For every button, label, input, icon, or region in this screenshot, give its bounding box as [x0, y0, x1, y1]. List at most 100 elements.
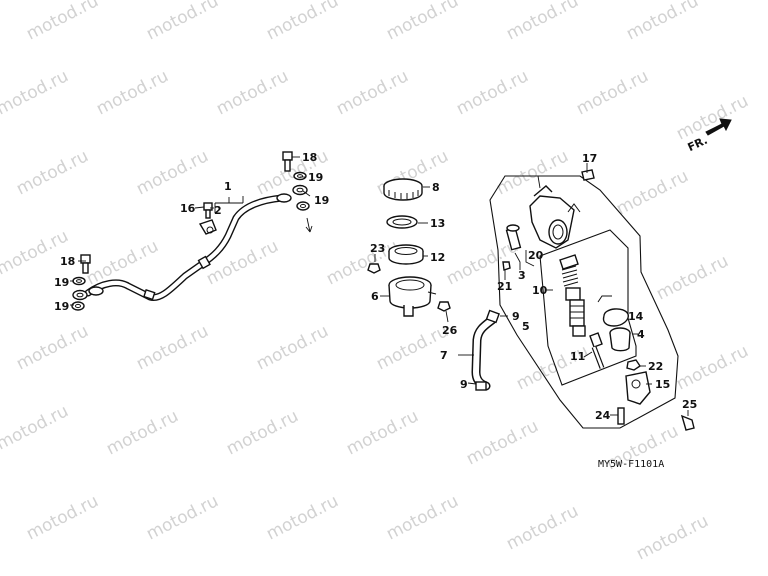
banjo-bolt-shank-icon [284, 159, 291, 172]
watermark-text: motod.ru [383, 0, 462, 44]
master-cylinder-bore [548, 219, 568, 245]
push-rod-shaft-fill [592, 346, 604, 369]
master-cylinder-bore-inner [552, 224, 564, 240]
leader-line [194, 206, 205, 209]
watermark-text: motod.ru [93, 66, 172, 119]
hose-clip-icon [198, 219, 217, 235]
reservoir-hose [471, 309, 500, 391]
sealing-washer-hole [76, 279, 82, 283]
assembly-outline [489, 175, 679, 429]
o-ring-icon [506, 224, 520, 232]
reservoir-tab [427, 291, 437, 295]
sealing-washer-hole [296, 187, 304, 193]
watermark-text: motod.ru [323, 236, 402, 289]
screw-icon [437, 301, 451, 312]
callout-16: 16 [180, 202, 196, 215]
reservoir-outlet-icon [403, 305, 414, 317]
piston-set [559, 254, 586, 337]
hose-clamp-lower [143, 289, 156, 301]
hose-clip-icon [475, 381, 487, 391]
callout-1: 1 [224, 180, 232, 193]
joint-pin-icon [617, 407, 625, 425]
reservoir-cap-ridges [388, 190, 419, 199]
reservoir-tank-side [388, 284, 432, 309]
push-rod [589, 332, 605, 369]
callout-5: 5 [522, 320, 530, 333]
piston-icon [569, 299, 585, 327]
brake-hose-body [85, 195, 285, 300]
callout-21: 21 [497, 280, 512, 293]
watermark-text: motod.ru [0, 401, 72, 454]
upper-banjo-fasteners [282, 151, 313, 233]
watermark-text: motod.ru [263, 0, 342, 44]
callout-10: 10 [532, 284, 548, 297]
leader-line [467, 382, 477, 385]
lock-nut-icon [626, 359, 641, 371]
watermark-text: motod.ru [213, 66, 292, 119]
callout-13: 13 [430, 217, 445, 230]
hose-clip-hole [206, 226, 214, 234]
watermark-text: motod.ru [463, 416, 542, 469]
callout-labels: 1 2 3 4 5 6 7 8 9 9 10 11 12 13 14 15 16… [54, 151, 697, 422]
watermark-text: motod.ru [223, 406, 302, 459]
callout-6: 6 [371, 290, 379, 303]
watermark-text: motod.ru [333, 66, 412, 119]
leader-line [445, 310, 449, 323]
watermark-text: motod.ru [263, 491, 342, 544]
callout-25: 25 [682, 398, 697, 411]
watermark-text: motod.ru [143, 491, 222, 544]
watermark-text: motod.ru [143, 0, 222, 44]
banjo-bolt-shank-icon [82, 262, 89, 274]
clip-bolt-head-icon [203, 202, 213, 211]
piston-grooves [570, 305, 584, 319]
sealing-washer-hole [300, 203, 306, 209]
clip-bolt-shank-icon [205, 209, 211, 219]
set-plate-hole [392, 218, 412, 226]
circlip-and-boot [597, 295, 631, 352]
callout-2: 2 [214, 204, 222, 217]
circlip-icon [602, 308, 629, 327]
watermark-text: motod.ru [0, 66, 72, 119]
watermark-text: motod.ru [573, 66, 652, 119]
diaphragm-inner [394, 247, 418, 255]
callout-9b: 9 [460, 378, 468, 391]
callout-18a: 18 [302, 151, 317, 164]
banjo-bolt-head-icon [282, 151, 293, 161]
watermark-text: motod.ru [13, 146, 92, 199]
master-cylinder-box [489, 175, 679, 429]
watermark-text: motod.ru [103, 406, 182, 459]
brake-hose-assembly [84, 193, 292, 301]
diaphragm-side [388, 251, 424, 265]
leader-line [214, 196, 244, 213]
callout-4: 4 [637, 328, 645, 341]
leader-line [514, 252, 521, 270]
callout-18b: 18 [60, 255, 75, 268]
hose-clip-icon [485, 309, 500, 324]
diagram-code: MY5W-F1101A [598, 459, 664, 470]
callout-23: 23 [370, 242, 385, 255]
callout-20: 20 [528, 249, 544, 262]
sealing-washer-icon [71, 301, 85, 311]
callout-9a: 9 [512, 310, 520, 323]
reservoir-cap-side [383, 186, 423, 201]
watermark-text: motod.ru [673, 341, 752, 394]
sealing-washer-icon [292, 184, 308, 196]
reservoir-tank-opening [395, 279, 425, 291]
watermark-text: motod.ru [343, 406, 422, 459]
lower-banjo-fasteners [71, 254, 91, 311]
watermark-text: motod.ru [653, 251, 732, 304]
leader-line [583, 351, 593, 358]
sealing-washer-icon [296, 201, 310, 211]
piston-cup-icon [565, 287, 581, 301]
leader-lines [70, 156, 689, 416]
callout-11: 11 [570, 350, 585, 363]
joint-screw-icon [502, 261, 511, 271]
cotter-pin-icon [680, 414, 695, 431]
watermark-text: motod.ru [383, 491, 462, 544]
leader-line [306, 217, 311, 233]
callout-19d: 19 [54, 300, 69, 313]
watermark-text: motod.ru [13, 321, 92, 374]
leader-arrowhead [305, 225, 313, 233]
callout-24: 24 [595, 409, 611, 422]
